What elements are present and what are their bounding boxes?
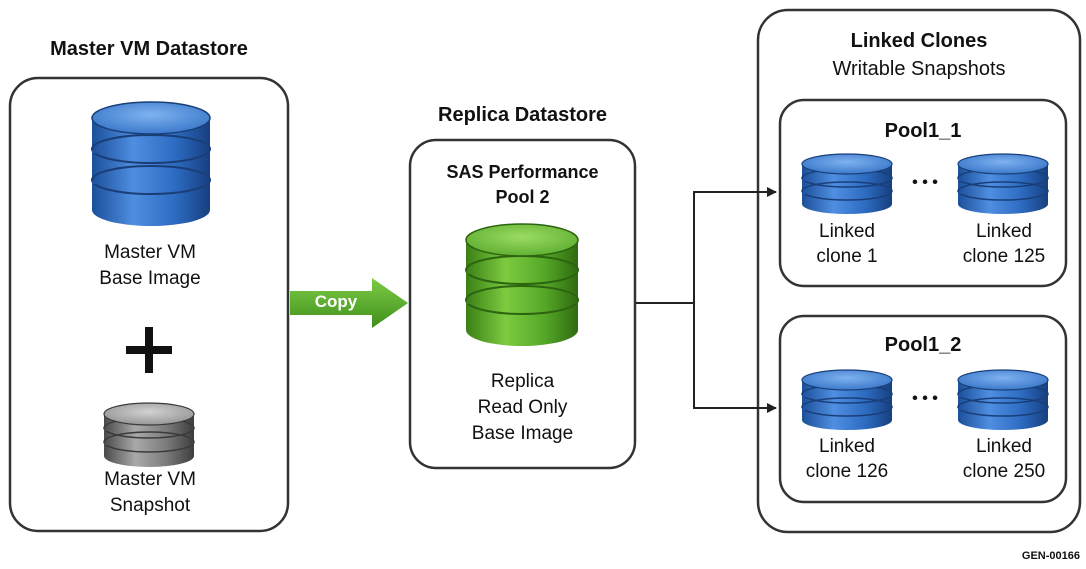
linked-clones-title: Linked Clones [850, 30, 988, 52]
linked-clone-125-disk-icon [957, 153, 1049, 214]
master-datastore-panel [8, 76, 290, 533]
copy-arrow-label: Copy [314, 292, 358, 311]
master-base-image-label: Master VM Base Image [99, 242, 201, 289]
master-base-image-disk-icon [91, 101, 211, 226]
pool1-2-panel [778, 314, 1068, 504]
linked-clone-126-disk-icon [801, 369, 893, 430]
replica-disk-icon [465, 223, 579, 346]
plus-icon [126, 327, 172, 373]
master-datastore-title: Master VM Datastore [50, 38, 248, 60]
linked-clone-126-label: Linked clone 126 [805, 436, 889, 482]
linked-clone-1-disk-icon [801, 153, 893, 214]
linked-clone-250-label: Linked clone 250 [962, 436, 1046, 482]
replica-datastore-title: Replica Datastore [438, 104, 607, 126]
master-snapshot-disk-icon [103, 402, 195, 467]
copy-arrow-icon [290, 278, 408, 328]
pool1-2-ellipsis: • • • [912, 390, 938, 407]
pool1-1-title: Pool1_1 [884, 120, 962, 142]
replica-pool-label: SAS Performance Pool 2 [446, 162, 599, 207]
linked-clones-subtitle: Writable Snapshots [832, 58, 1006, 80]
linked-clone-1-label: Linked clone 1 [816, 221, 878, 267]
replica-to-pools-connector [636, 187, 777, 413]
pool1-1-panel [778, 98, 1068, 288]
pool1-1-ellipsis: • • • [912, 174, 938, 191]
linked-clone-250-disk-icon [957, 369, 1049, 430]
master-snapshot-label: Master VM Snapshot [104, 469, 196, 516]
replica-image-label: Replica Read Only Base Image [471, 371, 574, 444]
figure-code: GEN-00166 [1021, 550, 1080, 562]
pool1-2-title: Pool1_2 [884, 334, 962, 356]
linked-clone-125-label: Linked clone 125 [962, 221, 1046, 267]
